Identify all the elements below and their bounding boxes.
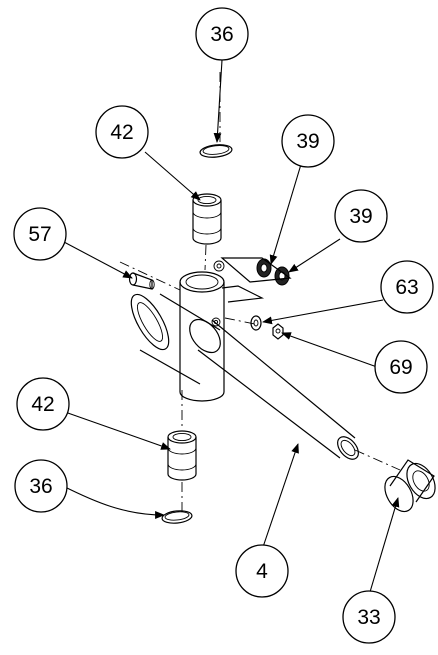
callout-42-bottom: 42 xyxy=(16,377,70,431)
leader-lines xyxy=(62,59,400,593)
callout-39-right: 39 xyxy=(334,189,388,243)
cross-tube xyxy=(130,293,221,385)
bearing-right xyxy=(274,266,290,286)
retaining-ring-bottom xyxy=(161,510,193,524)
nut xyxy=(272,323,284,340)
callout-label: 39 xyxy=(296,130,319,153)
callout-42-top: 42 xyxy=(95,105,149,159)
callout-label: 36 xyxy=(210,23,233,46)
retaining-ring-top xyxy=(199,144,233,158)
callout-label: 42 xyxy=(110,121,133,144)
callout-69: 69 xyxy=(374,340,428,394)
callout-label: 42 xyxy=(31,393,54,416)
callout-57: 57 xyxy=(13,207,67,261)
bearing-left xyxy=(256,258,272,278)
pin-bolt xyxy=(128,272,155,290)
callout-label: 39 xyxy=(349,205,372,228)
callout-label: 36 xyxy=(29,475,52,498)
callout-label: 57 xyxy=(28,223,51,246)
washer xyxy=(250,315,262,331)
callout-36-top: 36 xyxy=(195,7,249,61)
bushing-top xyxy=(192,193,222,245)
callout-39-top: 39 xyxy=(281,114,335,168)
end-cap xyxy=(384,459,436,513)
callout-36-bottom: 36 xyxy=(14,459,68,513)
callout-label: 33 xyxy=(357,606,380,629)
long-tube xyxy=(189,318,359,460)
vertical-hub-tube xyxy=(179,257,292,402)
callout-4: 4 xyxy=(235,544,289,598)
callout-33: 33 xyxy=(342,590,396,644)
callout-label: 69 xyxy=(389,356,412,379)
callout-label: 63 xyxy=(395,276,418,299)
bushing-bottom xyxy=(167,430,197,481)
callout-label: 4 xyxy=(256,560,268,583)
callout-63: 63 xyxy=(380,260,434,314)
